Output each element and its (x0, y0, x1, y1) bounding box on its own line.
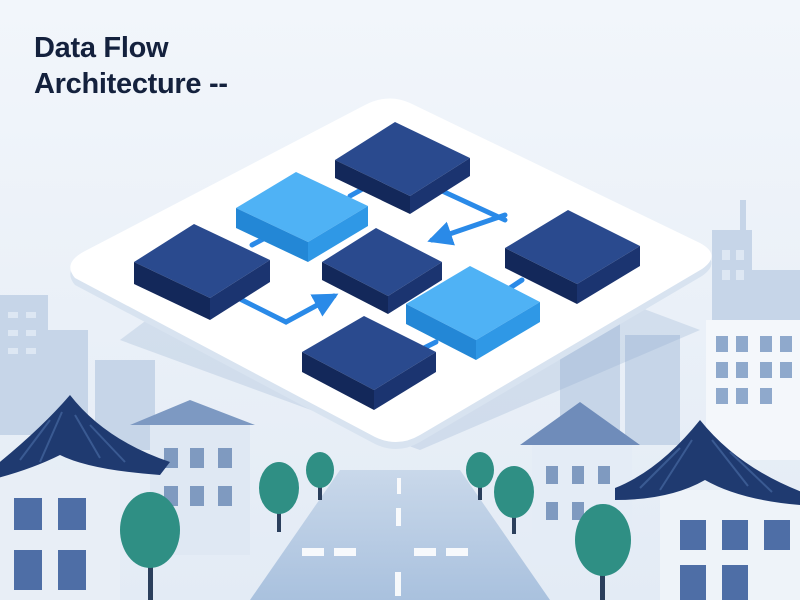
arrow-left-to-center (235, 293, 339, 325)
tree-icon (306, 452, 334, 500)
node-center (322, 228, 442, 314)
flow-arrows (235, 183, 525, 351)
traditional-house-left (0, 395, 170, 600)
title-line-2: Architecture -- (34, 68, 228, 100)
title-line-1: Data Flow (34, 32, 169, 64)
traditional-house-right (615, 420, 800, 600)
house-left-mid (130, 400, 255, 555)
arrow-right-to-center (427, 212, 508, 246)
tree-icon (494, 466, 534, 534)
tree-icon (575, 504, 631, 600)
tree-icon (466, 452, 494, 500)
page-title: Data Flow Architecture -- (34, 30, 228, 102)
node-bottom (302, 316, 436, 410)
road (250, 470, 550, 600)
tree-icon (120, 492, 180, 600)
building-right-white (706, 320, 800, 460)
connector-right-lowerright (507, 277, 525, 291)
connector-top-right (437, 187, 508, 223)
trees (120, 452, 631, 600)
node-lower-right (406, 266, 540, 360)
node-upper-left (236, 172, 368, 262)
skyline-windows (8, 250, 744, 354)
node-left (134, 224, 270, 320)
node-top (335, 122, 470, 214)
node-right (505, 210, 640, 304)
tree-icon (259, 462, 299, 532)
